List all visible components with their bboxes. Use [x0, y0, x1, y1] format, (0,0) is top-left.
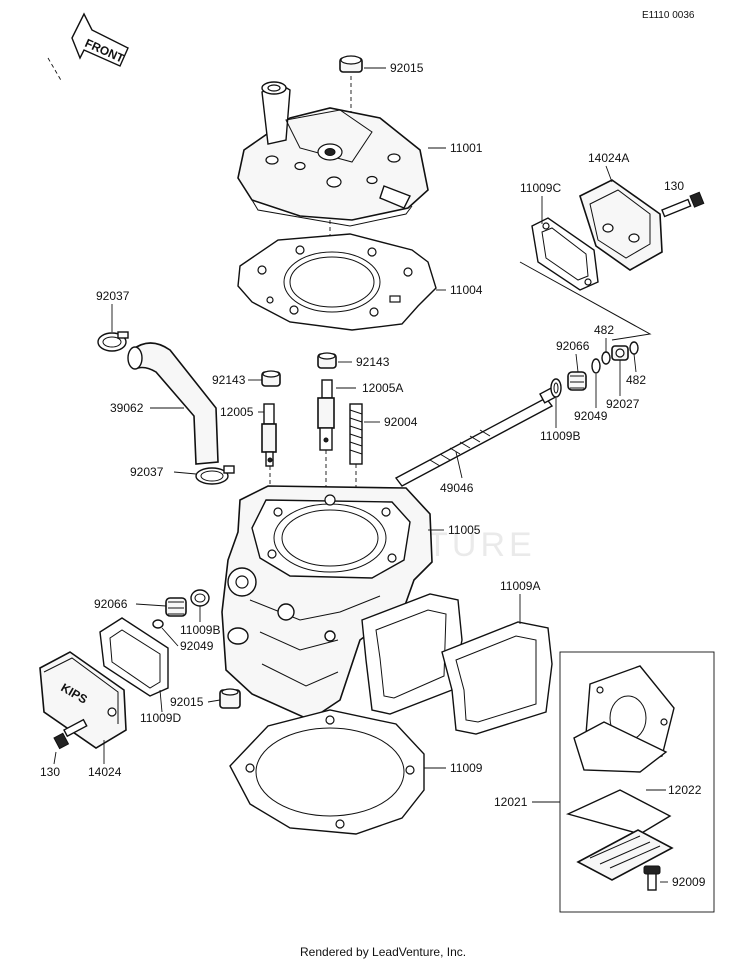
part-11009A-reed-gasket[interactable]: [361, 593, 553, 735]
front-arrow-icon: FRONT: [71, 12, 129, 67]
callout-14024: 14024: [88, 765, 122, 779]
part-12005-stud[interactable]: [261, 403, 277, 467]
callout-92037-low: 92037: [130, 465, 164, 479]
part-11009-base-gasket[interactable]: [229, 709, 425, 835]
part-39062-hose[interactable]: [127, 342, 219, 465]
callout-92143-mid: 92143: [356, 355, 390, 369]
callout-92049-low: 92049: [180, 639, 214, 653]
part-49046-rod[interactable]: [394, 386, 559, 487]
part-11009C-gasket[interactable]: [531, 217, 599, 291]
callout-130-low: 130: [40, 765, 60, 779]
callout-39062: 39062: [110, 401, 144, 415]
callout-12005: 12005: [220, 405, 254, 419]
part-130-bolt-low[interactable]: [53, 718, 88, 750]
part-92027-nut[interactable]: [611, 345, 629, 361]
part-12005A-stud[interactable]: [317, 379, 335, 451]
callout-130-top: 130: [664, 179, 684, 193]
part-482-clip-right[interactable]: [629, 341, 639, 355]
part-92066-fitting-top[interactable]: [567, 371, 587, 391]
callout-11005: 11005: [448, 523, 481, 537]
part-92049-oring-low[interactable]: [152, 619, 164, 629]
part-11009B-washer-top[interactable]: [550, 378, 562, 398]
part-11001-cylinder-head[interactable]: [237, 81, 429, 227]
part-92143-cap-left[interactable]: [261, 370, 281, 387]
callout-92004: 92004: [384, 415, 418, 429]
callout-92015-top: 92015: [390, 61, 424, 75]
part-92004-stud-bolt[interactable]: [349, 403, 363, 465]
part-11009D-gasket[interactable]: [99, 617, 169, 697]
callout-482-top: 482: [594, 323, 614, 337]
callout-92037-top: 92037: [96, 289, 130, 303]
callout-11009B-low: 11009B: [180, 623, 220, 637]
callout-92143-left: 92143: [212, 373, 246, 387]
part-92037-clamp-top[interactable]: [97, 331, 129, 352]
callout-92015-low: 92015: [170, 695, 204, 709]
part-11005-cylinder[interactable]: [221, 485, 433, 721]
part-482-clip-top[interactable]: [601, 351, 611, 365]
callout-12021: 12021: [494, 795, 528, 809]
part-130-bolt-top[interactable]: [661, 191, 705, 218]
callout-12022: 12022: [668, 783, 702, 797]
part-92049-oring-top[interactable]: [591, 358, 601, 374]
callout-11009: 11009: [450, 761, 483, 775]
callout-11001: 11001: [450, 141, 483, 155]
diagram-code: E1110 0036: [642, 10, 695, 21]
part-92037-clamp-low[interactable]: [195, 465, 235, 485]
callout-482-right: 482: [626, 373, 646, 387]
part-92066-fitting-low[interactable]: [165, 597, 187, 617]
callout-92009: 92009: [672, 875, 706, 889]
callout-49046: 49046: [440, 481, 474, 495]
part-11009B-washer-low[interactable]: [190, 589, 210, 607]
part-92015-top-nut[interactable]: [339, 55, 363, 73]
callout-92049-top: 92049: [574, 409, 608, 423]
callout-11004: 11004: [450, 283, 483, 297]
part-92143-cap-mid[interactable]: [317, 352, 337, 369]
callout-14024A: 14024A: [588, 151, 629, 165]
callout-11009D: 11009D: [140, 711, 181, 725]
part-14024-kips-cover[interactable]: KIPS: [39, 651, 127, 749]
callout-11009B-top: 11009B: [540, 429, 580, 443]
callout-92066-low: 92066: [94, 597, 128, 611]
footer-credit: Rendered by LeadVenture, Inc.: [300, 945, 466, 959]
part-12021-reed-valve-assembly[interactable]: [565, 665, 675, 881]
callout-92066-top: 92066: [556, 339, 590, 353]
reed-valve-inset-box: [559, 651, 715, 913]
part-14024A-kips-cover[interactable]: [579, 179, 663, 271]
callout-92027: 92027: [606, 397, 640, 411]
part-92015-low-nut[interactable]: [219, 688, 241, 709]
callout-11009A: 11009A: [500, 579, 540, 593]
callout-11009C: 11009C: [520, 181, 561, 195]
part-92009-screw[interactable]: [643, 865, 661, 891]
part-11004-head-gasket[interactable]: [237, 233, 437, 331]
callout-12005A: 12005A: [362, 381, 403, 395]
